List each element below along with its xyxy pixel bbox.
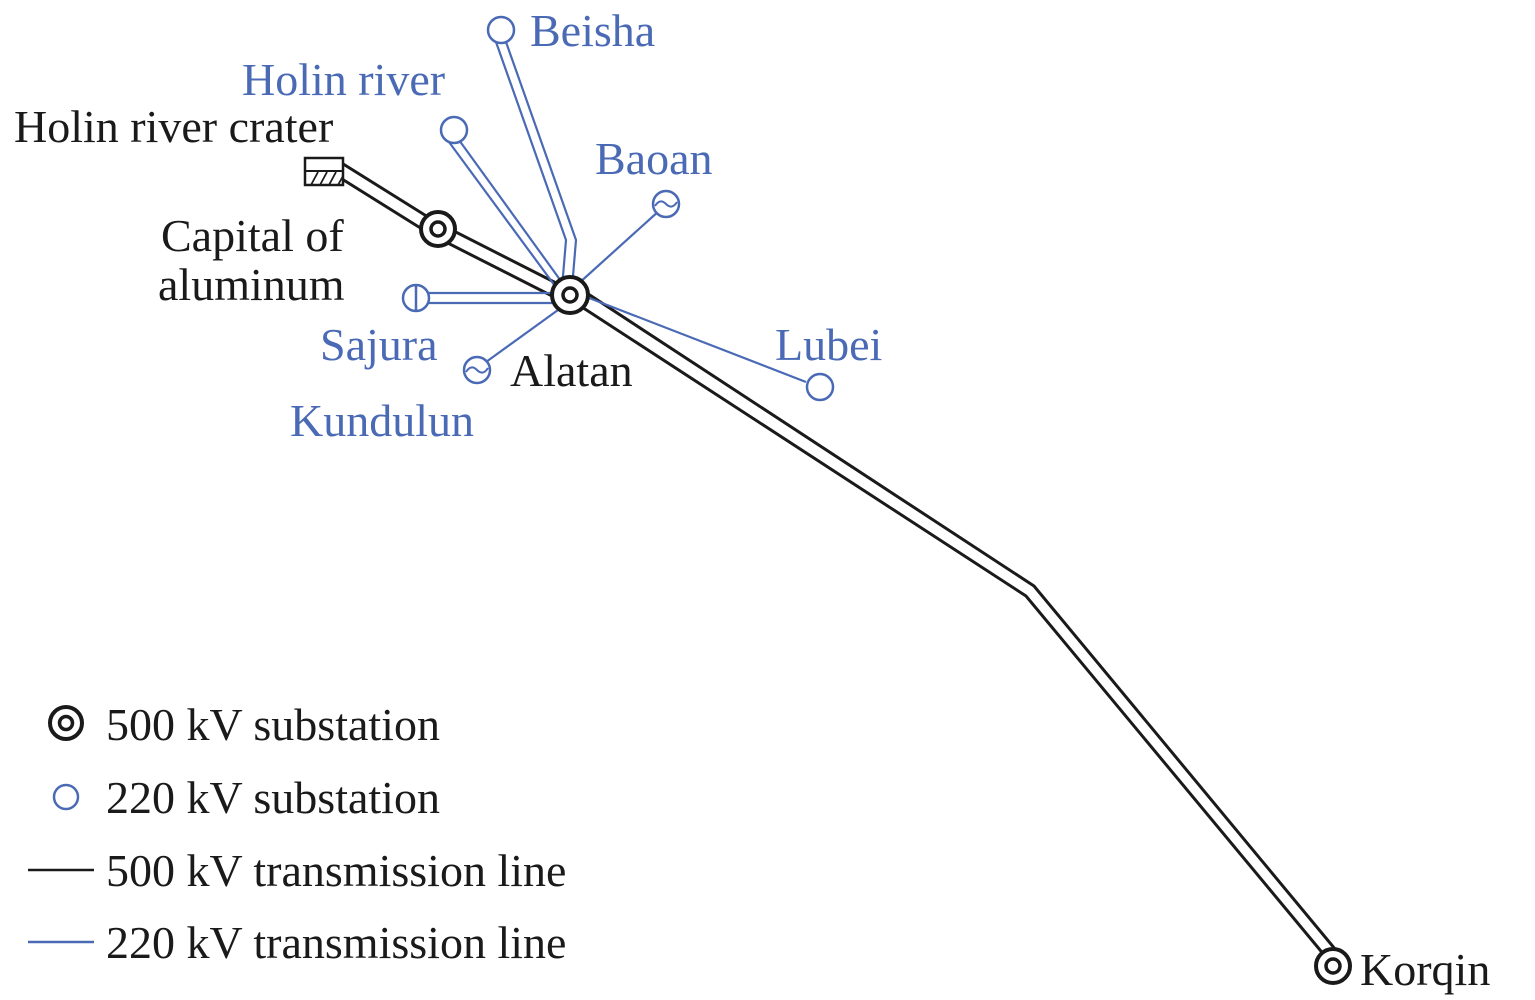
station-label-kundulun: Kundulun (290, 395, 474, 446)
station-label-beisha: Beisha (530, 5, 655, 56)
station-label-korqin: Korqin (1360, 944, 1490, 995)
station-label-holin-river-crater: Holin river crater (14, 101, 333, 152)
station-label-holin-river: Holin river (242, 54, 445, 105)
legend: 500 kV substation 220 kV substation 500 … (28, 699, 566, 968)
substation-220kv-icon (805, 372, 835, 402)
line-220kv-alatan-to-kundulun (485, 309, 559, 363)
legend-label-220kv-substation: 220 kV substation (106, 772, 440, 823)
substation-220kv-icon (401, 283, 431, 313)
line-500kv-alatan-to-korqin (567, 284, 1342, 963)
substation-220kv-icon (462, 355, 492, 385)
station-label-lubei: Lubei (775, 319, 882, 370)
legend-item-220kv-substation: 220 kV substation (52, 772, 440, 823)
station-label-baoan: Baoan (595, 133, 713, 184)
substation-220kv-icon (486, 15, 516, 45)
legend-item-220kv-line: 220 kV transmission line (28, 917, 566, 968)
line-220kv-alatan-to-lubei (583, 294, 807, 384)
substation-220kv-icon (439, 115, 469, 145)
line-220kv-alatan-to-beisha (494, 41, 578, 289)
line-220kv-alatan-to-sajura (418, 291, 552, 305)
substation-220kv-icon (52, 783, 80, 811)
line-220kv-alatan-to-baoan (577, 209, 661, 285)
station-label-alatan: Alatan (510, 345, 633, 396)
legend-item-500kv-substation: 500 kV substation (48, 699, 440, 750)
substation-500kv-icon (419, 210, 457, 248)
substation-500kv-icon (550, 275, 590, 315)
station-label-capital-of-aluminum-line2: aluminum (158, 259, 345, 310)
legend-label-500kv-substation: 500 kV substation (106, 699, 440, 750)
substation-500kv-icon (1314, 947, 1352, 985)
line-220kv-alatan-to-holin-river (448, 139, 567, 291)
legend-label-500kv-line: 500 kV transmission line (106, 845, 566, 896)
station-label-capital-of-aluminum-line1: Capital of (161, 210, 344, 261)
substation-220kv-icon (651, 189, 681, 219)
legend-label-220kv-line: 220 kV transmission line (106, 917, 566, 968)
substation-500kv-icon (48, 705, 84, 741)
station-label-sajura: Sajura (320, 319, 438, 370)
power-plant-icon (303, 156, 345, 187)
legend-item-500kv-line: 500 kV transmission line (28, 845, 566, 896)
